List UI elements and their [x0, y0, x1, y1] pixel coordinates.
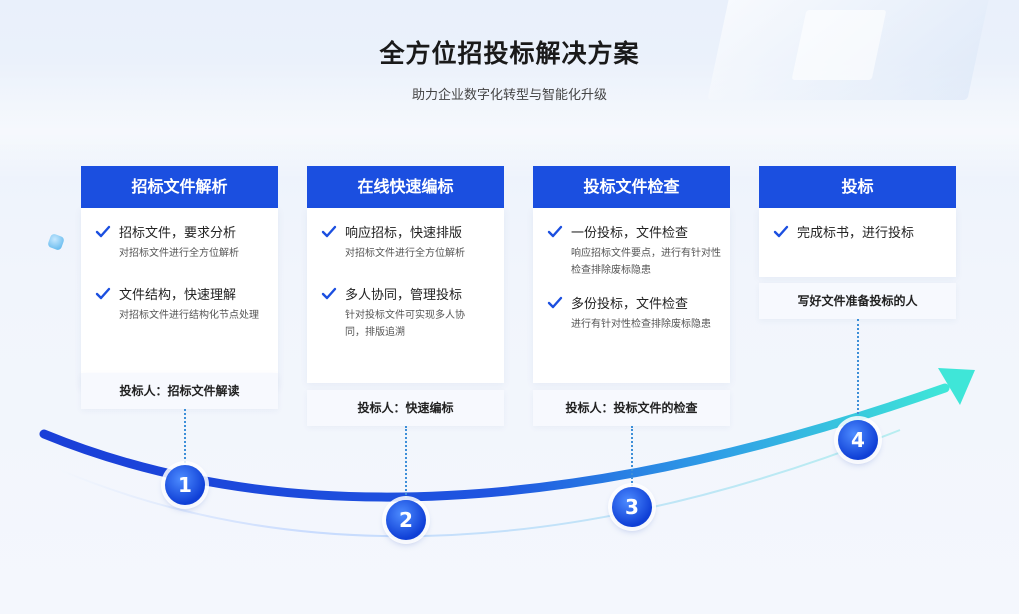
- check-icon: [321, 225, 337, 237]
- step-connector-3: [631, 426, 633, 486]
- curve-glow: [59, 429, 901, 538]
- step-card-footer-3: 投标人：投标文件的检查: [533, 390, 730, 426]
- page-subtitle: 助力企业数字化转型与智能化升级: [411, 88, 607, 103]
- step-connector-4: [857, 319, 859, 418]
- item-title: 招标文件，要求分析: [119, 226, 237, 241]
- step-connector-1: [184, 409, 186, 463]
- item-title: 响应招标，快速排版: [345, 226, 463, 241]
- item-description: 对招标文件进行结构化节点处理: [119, 310, 259, 321]
- check-icon: [95, 287, 111, 299]
- item-title: 多人协同，管理投标: [345, 288, 463, 303]
- item-description: 响应招标文件要点，进行有针对性检查排除废标隐患: [571, 248, 721, 276]
- step-number-badge-1: 1: [165, 465, 205, 505]
- item-description: 对招标文件进行全方位解析: [119, 248, 239, 259]
- item-title: 多份投标，文件检查: [571, 297, 689, 312]
- arrow-head-icon: [938, 368, 975, 405]
- check-icon: [321, 287, 337, 299]
- page-title: 全方位招投标解决方案: [379, 39, 640, 68]
- step-connector-2: [405, 426, 407, 498]
- item-description: 针对投标文件可实现多人协同，排版追溯: [345, 310, 465, 338]
- item-title: 完成标书，进行投标: [797, 226, 915, 241]
- check-icon: [95, 225, 111, 237]
- check-icon: [773, 225, 789, 237]
- step-card-header: 投标: [759, 166, 956, 208]
- step-card-body: 招标文件，要求分析 对招标文件进行全方位解析 文件结构，快速理解 对招标文件进行…: [81, 208, 278, 388]
- item-title: 文件结构，快速理解: [119, 288, 237, 303]
- step-card-2: 在线快速编标 响应招标，快速排版 对招标文件进行全方位解析 多人协同，管理投标 …: [307, 166, 504, 383]
- step-card-footer-2: 投标人：快速编标: [307, 390, 504, 426]
- list-item: 文件结构，快速理解 对招标文件进行结构化节点处理: [95, 284, 264, 324]
- step-card-footer-4: 写好文件准备投标的人: [759, 283, 956, 319]
- list-item: 一份投标，文件检查 响应招标文件要点，进行有针对性检查排除废标隐患: [547, 222, 721, 279]
- step-card-body: 响应招标，快速排版 对招标文件进行全方位解析 多人协同，管理投标 针对投标文件可…: [307, 208, 504, 383]
- step-card-header: 招标文件解析: [81, 166, 278, 208]
- step-number-badge-2: 2: [386, 500, 426, 540]
- step-card-3: 投标文件检查 一份投标，文件检查 响应招标文件要点，进行有针对性检查排除废标隐患…: [533, 166, 730, 383]
- step-card-header: 在线快速编标: [307, 166, 504, 208]
- step-card-4: 投标 完成标书，进行投标: [759, 166, 956, 277]
- step-card-body: 完成标书，进行投标: [759, 208, 956, 277]
- item-title: 一份投标，文件检查: [571, 226, 689, 241]
- item-description: 进行有针对性检查排除废标隐患: [571, 319, 711, 330]
- list-item: 招标文件，要求分析 对招标文件进行全方位解析: [95, 222, 264, 262]
- check-icon: [547, 225, 563, 237]
- list-item: 响应招标，快速排版 对招标文件进行全方位解析: [321, 222, 490, 262]
- step-card-header: 投标文件检查: [533, 166, 730, 208]
- list-item: 完成标书，进行投标: [773, 222, 942, 241]
- step-card-body: 一份投标，文件检查 响应招标文件要点，进行有针对性检查排除废标隐患 多份投标，文…: [533, 208, 730, 383]
- check-icon: [547, 296, 563, 308]
- step-number-badge-3: 3: [612, 487, 652, 527]
- step-number-badge-4: 4: [838, 420, 878, 460]
- item-description: 对招标文件进行全方位解析: [345, 248, 465, 259]
- step-card-footer-1: 投标人：招标文件解读: [81, 373, 278, 409]
- list-item: 多份投标，文件检查 进行有针对性检查排除废标隐患: [547, 293, 716, 333]
- curve-main: [39, 383, 950, 502]
- list-item: 多人协同，管理投标 针对投标文件可实现多人协同，排版追溯: [321, 284, 490, 341]
- step-card-1: 招标文件解析 招标文件，要求分析 对招标文件进行全方位解析 文件结构，快速理解 …: [81, 166, 278, 388]
